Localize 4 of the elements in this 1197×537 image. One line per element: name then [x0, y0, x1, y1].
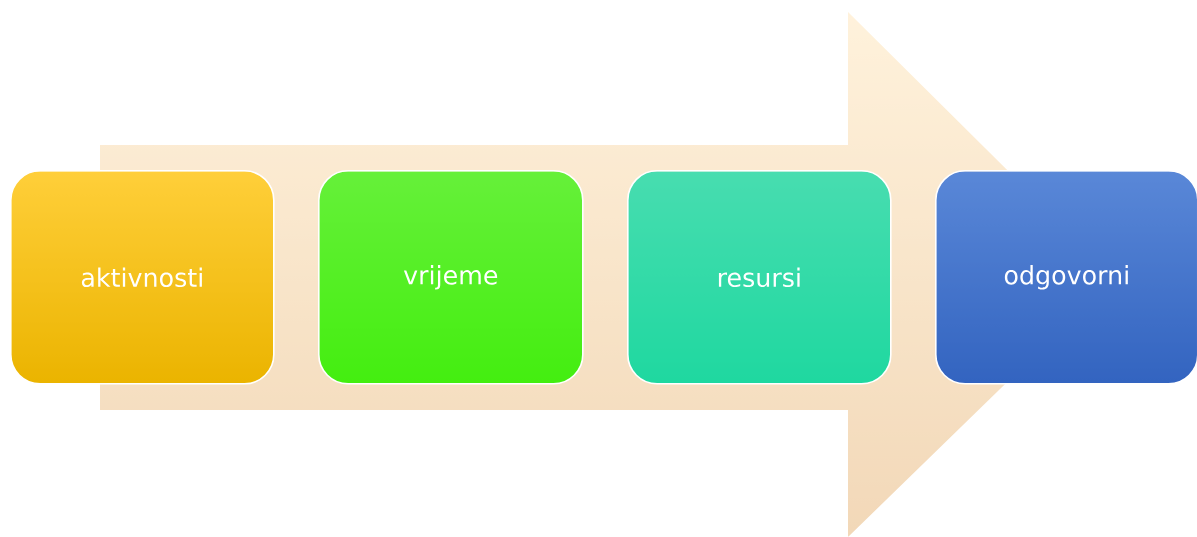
process-box: aktivnosti — [10, 170, 275, 385]
process-box: resursi — [627, 170, 892, 385]
process-box: odgovorni — [935, 170, 1197, 385]
process-box: vrijeme — [318, 170, 584, 385]
